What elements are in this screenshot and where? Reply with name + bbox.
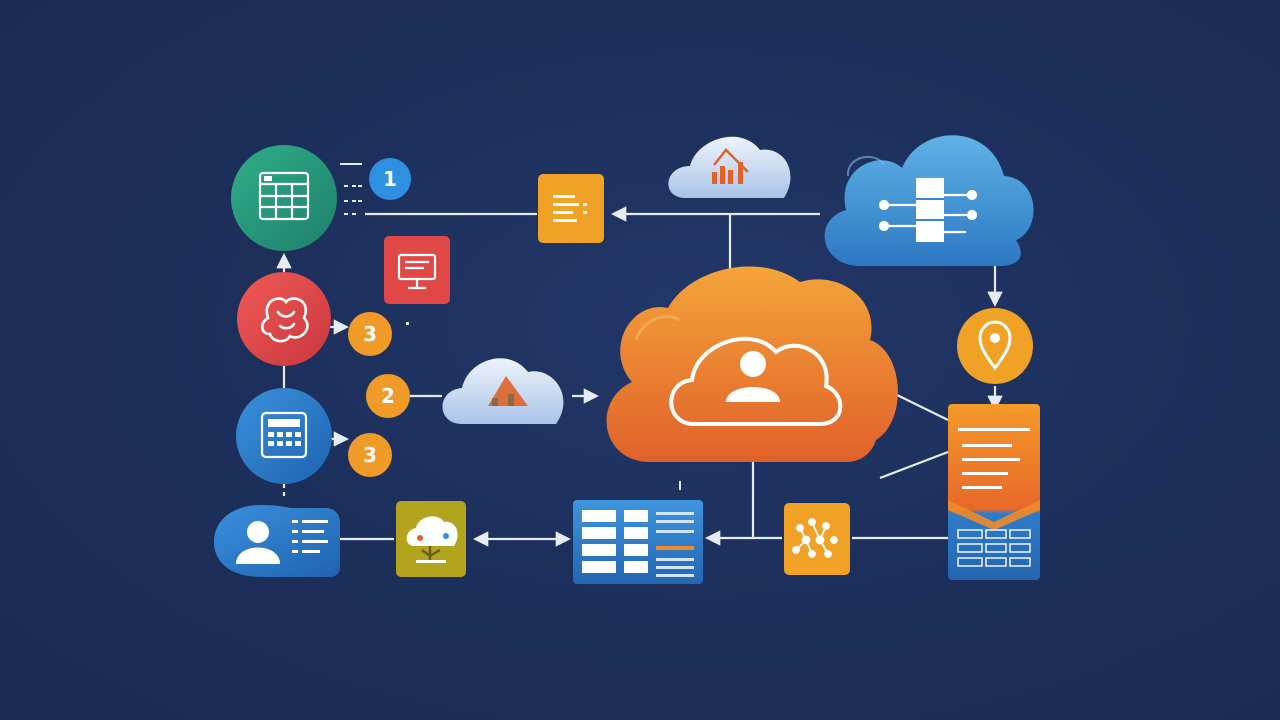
green-spreadsheet-node [231, 145, 337, 251]
document-list-icon [553, 195, 587, 222]
connectors [276, 206, 1003, 547]
calculator-keys [268, 432, 301, 446]
cloud-chart-icon-small [488, 376, 528, 406]
connector-main-to-report-top [894, 393, 949, 421]
badge-3-lower-label: 3 [363, 443, 377, 467]
red-monitor-tile [384, 236, 450, 304]
blue-database-cloud [824, 135, 1034, 266]
badge-3-upper-label: 3 [363, 322, 377, 346]
main-user-cloud [606, 266, 898, 462]
user-profile-card [214, 505, 340, 577]
dash-marks [340, 163, 681, 490]
orange-document-tile [538, 174, 604, 243]
spreadsheet-icon [258, 171, 310, 221]
badge-2: 2 [366, 374, 410, 418]
cloud-database-icon [878, 178, 978, 242]
user-cloud-icon [669, 336, 843, 426]
report-document [948, 404, 1040, 580]
location-pin-node [957, 308, 1033, 384]
connector-main-to-report-low [879, 450, 949, 480]
badge-1-label: 1 [383, 167, 397, 191]
cloud-chart-icon [712, 148, 749, 184]
badge-1: 1 [369, 158, 411, 200]
pale-cloud-top [668, 136, 791, 198]
monitor-icon [397, 253, 437, 290]
badge-3-lower: 3 [348, 433, 392, 477]
olive-tree-tile [396, 501, 466, 577]
pale-cloud-middle [442, 358, 564, 424]
data-table-values [656, 512, 694, 577]
report-document-icon [958, 428, 1030, 489]
data-table-icon [582, 510, 648, 573]
location-pin-icon [978, 320, 1012, 371]
network-nodes-icon [792, 518, 838, 558]
data-table-panel [573, 500, 703, 584]
cloud-tree-icon [406, 516, 458, 563]
badge-3-upper: 3 [348, 312, 392, 356]
calculator-icon [260, 411, 308, 459]
report-table-rows [957, 529, 1031, 567]
brain-icon [260, 297, 309, 343]
blue-calculator-node [236, 388, 332, 484]
user-profile-icon [236, 520, 328, 564]
network-nodes-tile [784, 503, 850, 575]
red-brain-node [237, 272, 331, 366]
badge-2-label: 2 [381, 384, 395, 408]
